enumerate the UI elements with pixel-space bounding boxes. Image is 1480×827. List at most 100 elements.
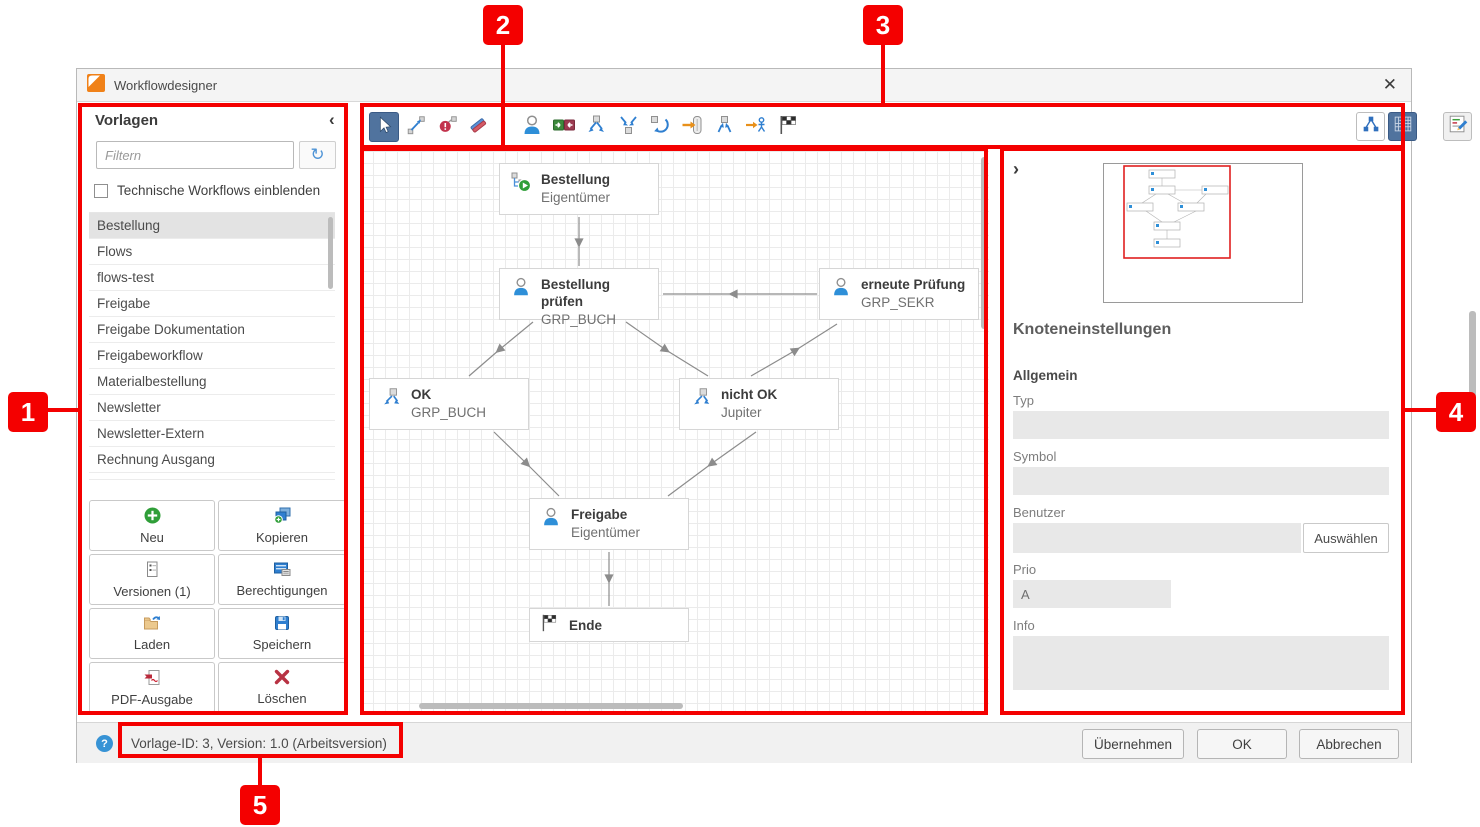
permissions-icon: [273, 561, 291, 580]
person-node-icon: [540, 506, 562, 533]
node-ende[interactable]: Ende: [529, 608, 689, 642]
prio-field[interactable]: [1013, 580, 1171, 608]
filter-input[interactable]: [96, 141, 294, 169]
end-node-icon: [540, 613, 560, 638]
laden-button[interactable]: Laden: [89, 608, 215, 659]
workflow-edges: [468, 217, 838, 606]
window-title: Workflowdesigner: [114, 77, 218, 93]
form-edit-button[interactable]: [1443, 112, 1472, 141]
template-item-freigabeworkflow[interactable]: Freigabeworkflow: [89, 343, 335, 369]
benutzer-label: Benutzer: [1013, 505, 1066, 520]
template-item-freigabe[interactable]: Freigabe: [89, 291, 335, 317]
fork-node-tool-button[interactable]: [581, 112, 611, 142]
uebernehmen-button[interactable]: Übernehmen: [1082, 729, 1184, 759]
info-field[interactable]: [1013, 636, 1389, 690]
versions-icon: [144, 561, 160, 581]
node-title: Bestellung: [541, 172, 611, 187]
neu-button[interactable]: Neu: [89, 500, 215, 551]
decision-node-tool-button[interactable]: [549, 112, 579, 142]
template-item-bestellung[interactable]: Bestellung: [89, 213, 335, 239]
handoff-node-tool-button[interactable]: [677, 112, 707, 142]
template-item-flows[interactable]: Flows: [89, 239, 335, 265]
fork-icon: [584, 113, 608, 142]
typ-field[interactable]: [1013, 411, 1389, 439]
canvas-hscrollbar[interactable]: [419, 703, 683, 709]
node-title: nicht OK: [721, 387, 778, 402]
section-allgemein: Allgemein: [1013, 368, 1078, 383]
annotation-label-1: 1: [8, 392, 48, 432]
distribute-node-tool-button[interactable]: [741, 112, 771, 142]
collapse-left-icon[interactable]: ‹: [329, 110, 335, 129]
node-subtitle: Jupiter: [721, 405, 762, 420]
cycle-node-tool-button[interactable]: [645, 112, 675, 142]
flag-icon: [776, 113, 800, 142]
minimap[interactable]: [1103, 163, 1303, 303]
folder-open-icon: [143, 615, 161, 634]
titlebar: Workflowdesigner ✕: [77, 69, 1411, 102]
pdf-ausgabe-button[interactable]: PDF-Ausgabe: [89, 662, 215, 713]
template-item-newsletter-extern[interactable]: Newsletter-Extern: [89, 421, 335, 447]
panel-scrollbar[interactable]: [1469, 311, 1476, 399]
speichern-button[interactable]: Speichern: [218, 608, 346, 659]
auswaehlen-button[interactable]: Auswählen: [1303, 523, 1389, 553]
annotation-label-4: 4: [1436, 392, 1476, 432]
template-item-freigabe-dokumentation[interactable]: Freigabe Dokumentation: [89, 317, 335, 343]
node-title: Ende: [569, 617, 603, 633]
node-subtitle: Eigentümer: [571, 525, 641, 540]
template-item-rechnung-ausgang[interactable]: Rechnung Ausgang: [89, 447, 335, 473]
benutzer-field[interactable]: [1013, 523, 1301, 553]
help-icon[interactable]: ?: [96, 735, 113, 752]
sidebar-vorlagen: Vorlagen ‹ ↻ Technische Workflows einble…: [79, 104, 351, 750]
refresh-button[interactable]: ↻: [299, 141, 336, 169]
footer-bar: ? Vorlage-ID: 3, Version: 1.0 (Arbeitsve…: [77, 722, 1411, 763]
berechtigungen-button[interactable]: Berechtigungen: [218, 554, 346, 605]
connector-tool-button[interactable]: [401, 112, 431, 142]
save-disk-icon: [274, 615, 290, 634]
subworkflow-node-tool-button[interactable]: [709, 112, 739, 142]
info-label: Info: [1013, 618, 1035, 633]
form-edit-icon: [1447, 113, 1469, 140]
template-item-flows-test[interactable]: flows-test: [89, 265, 335, 291]
eraser-tool-button[interactable]: [463, 112, 493, 142]
ok-button[interactable]: OK: [1197, 729, 1287, 759]
loeschen-button[interactable]: Löschen: [218, 662, 346, 713]
overview-toggle-button[interactable]: [1356, 112, 1385, 141]
join-node-tool-button[interactable]: [613, 112, 643, 142]
select-tool-button[interactable]: [369, 112, 399, 142]
pdf-icon: [143, 669, 161, 689]
node-nicht-ok[interactable]: nicht OK Jupiter: [679, 378, 839, 430]
cursor-arrow-icon: [373, 114, 395, 141]
abbrechen-button[interactable]: Abbrechen: [1299, 729, 1399, 759]
annotation-line-1: [48, 408, 78, 412]
versionen-button[interactable]: Versionen (1): [89, 554, 215, 605]
panel-heading: Knoteneinstellungen: [1013, 321, 1172, 338]
template-list-scrollbar[interactable]: [328, 217, 333, 289]
grid-toggle-button[interactable]: [1388, 112, 1417, 141]
end-node-tool-button[interactable]: [773, 112, 803, 142]
person-node-icon: [510, 276, 532, 303]
close-icon[interactable]: ✕: [1382, 75, 1397, 94]
connector-error-tool-button[interactable]: [433, 112, 463, 142]
symbol-field[interactable]: [1013, 467, 1389, 495]
person-node-tool-button[interactable]: [517, 112, 547, 142]
template-item-newsletter[interactable]: Newsletter: [89, 395, 335, 421]
technical-workflows-checkbox[interactable]: [94, 184, 108, 198]
typ-label: Typ: [1013, 393, 1034, 408]
status-text: Vorlage-ID: 3, Version: 1.0 (Arbeitsvers…: [131, 736, 387, 751]
node-subtitle: GRP_SEKR: [861, 295, 935, 310]
canvas-vscrollbar[interactable]: [981, 157, 987, 329]
subworkflow-icon: [712, 113, 736, 142]
kopieren-button[interactable]: Kopieren: [218, 500, 346, 551]
node-title: OK: [411, 387, 432, 402]
annotation-label-2: 2: [483, 5, 523, 45]
collapse-right-icon[interactable]: ›: [1013, 159, 1019, 179]
template-item-materialbestellung[interactable]: Materialbestellung: [89, 369, 335, 395]
node-title: erneute Prüfung: [861, 277, 966, 292]
node-subtitle: Eigentümer: [541, 190, 611, 205]
